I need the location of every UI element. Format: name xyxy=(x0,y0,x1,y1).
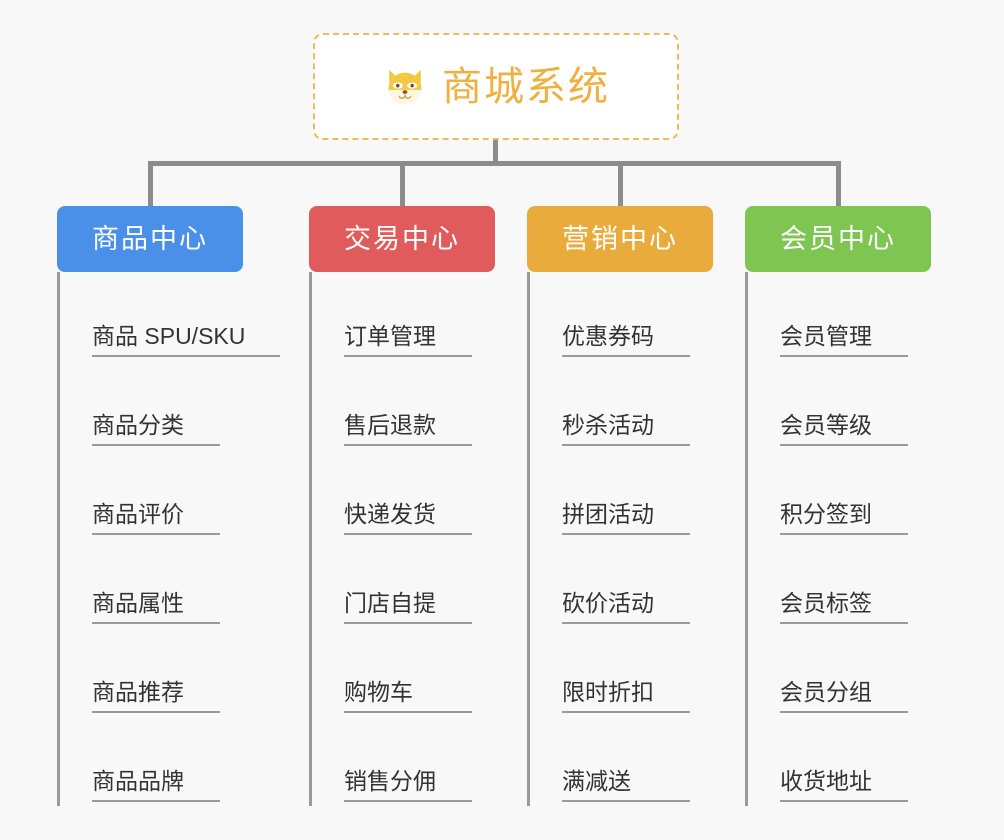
leaf-item-label: 商品 SPU/SKU xyxy=(92,323,280,357)
category-box[interactable]: 交易中心 xyxy=(309,206,495,272)
leaf-list: 商品 SPU/SKU 商品分类商品评价商品属性商品推荐商品品牌 xyxy=(57,272,280,806)
leaf-item[interactable]: 售后退款 xyxy=(312,361,495,450)
leaf-item[interactable]: 积分签到 xyxy=(748,450,931,539)
connector-drop-3 xyxy=(618,161,623,208)
leaf-item-label: 拼团活动 xyxy=(562,501,690,535)
leaf-item[interactable]: 砍价活动 xyxy=(530,539,713,628)
connector-drop-1 xyxy=(148,161,153,208)
category-label: 会员中心 xyxy=(780,223,896,254)
leaf-item-label: 优惠券码 xyxy=(562,323,690,357)
leaf-item[interactable]: 会员分组 xyxy=(748,628,931,717)
leaf-item[interactable]: 快递发货 xyxy=(312,450,495,539)
leaf-item[interactable]: 订单管理 xyxy=(312,272,495,361)
connector-drop-4 xyxy=(836,161,841,208)
leaf-item[interactable]: 收货地址 xyxy=(748,717,931,806)
category-label: 交易中心 xyxy=(344,223,460,254)
leaf-item-label: 满减送 xyxy=(562,768,690,802)
leaf-item-label: 会员标签 xyxy=(780,590,908,624)
leaf-item-label: 会员管理 xyxy=(780,323,908,357)
leaf-item-label: 销售分佣 xyxy=(344,768,472,802)
leaf-item[interactable]: 商品品牌 xyxy=(60,717,243,806)
branch-column: 营销中心优惠券码秒杀活动拼团活动砍价活动限时折扣满减送 xyxy=(527,206,713,806)
category-label: 商品中心 xyxy=(92,223,208,254)
category-label: 营销中心 xyxy=(562,223,678,254)
leaf-item-label: 会员等级 xyxy=(780,412,908,446)
leaf-item-label: 秒杀活动 xyxy=(562,412,690,446)
leaf-item-label: 会员分组 xyxy=(780,679,908,713)
dog-face-icon xyxy=(382,64,428,110)
leaf-item[interactable]: 商品属性 xyxy=(60,539,243,628)
leaf-item-label: 商品品牌 xyxy=(92,768,220,802)
leaf-list: 订单管理售后退款快递发货门店自提购物车销售分佣 xyxy=(309,272,495,806)
leaf-item[interactable]: 限时折扣 xyxy=(530,628,713,717)
leaf-item[interactable]: 商品推荐 xyxy=(60,628,243,717)
leaf-item[interactable]: 会员标签 xyxy=(748,539,931,628)
category-box[interactable]: 商品中心 xyxy=(57,206,243,272)
connector-horizontal-bus xyxy=(150,161,840,166)
leaf-item-label: 收货地址 xyxy=(780,768,908,802)
leaf-item[interactable]: 购物车 xyxy=(312,628,495,717)
leaf-list: 会员管理会员等级积分签到会员标签会员分组收货地址 xyxy=(745,272,931,806)
leaf-item[interactable]: 秒杀活动 xyxy=(530,361,713,450)
category-box[interactable]: 会员中心 xyxy=(745,206,931,272)
leaf-item[interactable]: 会员等级 xyxy=(748,361,931,450)
branch-column: 交易中心订单管理售后退款快递发货门店自提购物车销售分佣 xyxy=(309,206,495,806)
leaf-item-label: 积分签到 xyxy=(780,501,908,535)
leaf-item[interactable]: 商品评价 xyxy=(60,450,243,539)
leaf-item[interactable]: 会员管理 xyxy=(748,272,931,361)
connector-drop-2 xyxy=(400,161,405,208)
leaf-item-label: 商品推荐 xyxy=(92,679,220,713)
branch-column: 会员中心会员管理会员等级积分签到会员标签会员分组收货地址 xyxy=(745,206,931,806)
leaf-item[interactable]: 满减送 xyxy=(530,717,713,806)
leaf-item[interactable]: 优惠券码 xyxy=(530,272,713,361)
leaf-item[interactable]: 拼团活动 xyxy=(530,450,713,539)
leaf-item-label: 商品评价 xyxy=(92,501,220,535)
leaf-item-label: 购物车 xyxy=(344,679,472,713)
leaf-item-label: 售后退款 xyxy=(344,412,472,446)
connector-root-stem xyxy=(493,140,498,164)
leaf-item-label: 限时折扣 xyxy=(562,679,690,713)
root-title: 商城系统 xyxy=(442,64,610,109)
leaf-item-label: 快递发货 xyxy=(344,501,472,535)
leaf-item-label: 商品属性 xyxy=(92,590,220,624)
leaf-item-label: 订单管理 xyxy=(344,323,472,357)
leaf-item-label: 门店自提 xyxy=(344,590,472,624)
leaf-item[interactable]: 门店自提 xyxy=(312,539,495,628)
root-node[interactable]: 商城系统 xyxy=(313,33,679,140)
branch-column: 商品中心商品 SPU/SKU 商品分类商品评价商品属性商品推荐商品品牌 xyxy=(57,206,280,806)
leaf-item-label: 砍价活动 xyxy=(562,590,690,624)
leaf-item-label: 商品分类 xyxy=(92,412,220,446)
category-box[interactable]: 营销中心 xyxy=(527,206,713,272)
leaf-list: 优惠券码秒杀活动拼团活动砍价活动限时折扣满减送 xyxy=(527,272,713,806)
leaf-item[interactable]: 商品分类 xyxy=(60,361,243,450)
leaf-item[interactable]: 销售分佣 xyxy=(312,717,495,806)
leaf-item[interactable]: 商品 SPU/SKU xyxy=(60,272,280,361)
